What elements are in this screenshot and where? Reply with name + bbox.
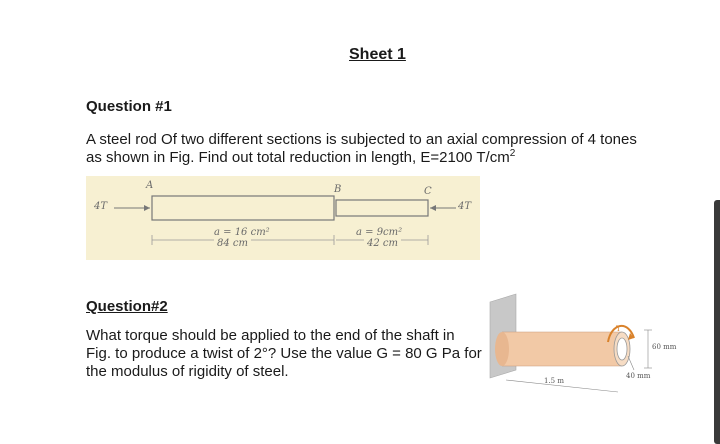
inner-diameter-leader xyxy=(627,355,635,371)
left-load-arrowhead xyxy=(144,205,150,211)
sheet-title: Sheet 1 xyxy=(349,46,406,63)
inner-diameter-label: 40 mm xyxy=(626,372,651,380)
load-right-label: 4T xyxy=(458,201,472,212)
shaft-fixed-end xyxy=(495,332,509,366)
question-1-heading: Question #1 xyxy=(86,98,172,115)
question-2-text: What torque should be applied to the end… xyxy=(86,327,482,380)
load-left-label: 4T xyxy=(94,201,108,212)
torque-label: T xyxy=(616,325,621,333)
right-load-arrowhead xyxy=(430,205,436,211)
label-a: A xyxy=(146,180,154,191)
shaft-bore xyxy=(616,337,628,361)
question-2-heading: Question#2 xyxy=(86,298,168,315)
length-dimension-line xyxy=(505,379,619,393)
steel-rod-figure: A B C 4T 4T a = 16 cm² a = 9cm² 84 cm 42… xyxy=(86,176,480,260)
shaft-drawing xyxy=(489,293,652,393)
length-1-label: 84 cm xyxy=(214,238,251,249)
shaft-figure: T 60 mm 40 mm 1.5 m xyxy=(484,292,716,402)
torque-arrowhead xyxy=(628,333,634,340)
length-label: 1.5 m xyxy=(544,377,564,385)
area-2-label: a = 9cm² xyxy=(356,227,403,238)
question-1-text-body: A steel rod Of two different sections is… xyxy=(86,131,637,166)
label-c: C xyxy=(424,186,432,197)
label-b: B xyxy=(334,184,342,195)
torque-arrow xyxy=(607,324,635,343)
rod-section-small xyxy=(335,199,429,217)
outer-diameter-label: 60 mm xyxy=(652,343,677,351)
scrollbar[interactable] xyxy=(714,200,720,444)
question-1-text: A steel rod Of two different sections is… xyxy=(86,131,646,167)
shaft-body xyxy=(502,332,622,366)
area-1-label: a = 16 cm² xyxy=(214,227,270,238)
rod-section-large xyxy=(151,195,335,221)
question-1-text-superscript: 2 xyxy=(509,148,516,159)
steel-rod-drawing xyxy=(114,195,456,245)
length-2-label: 42 cm xyxy=(364,238,401,249)
